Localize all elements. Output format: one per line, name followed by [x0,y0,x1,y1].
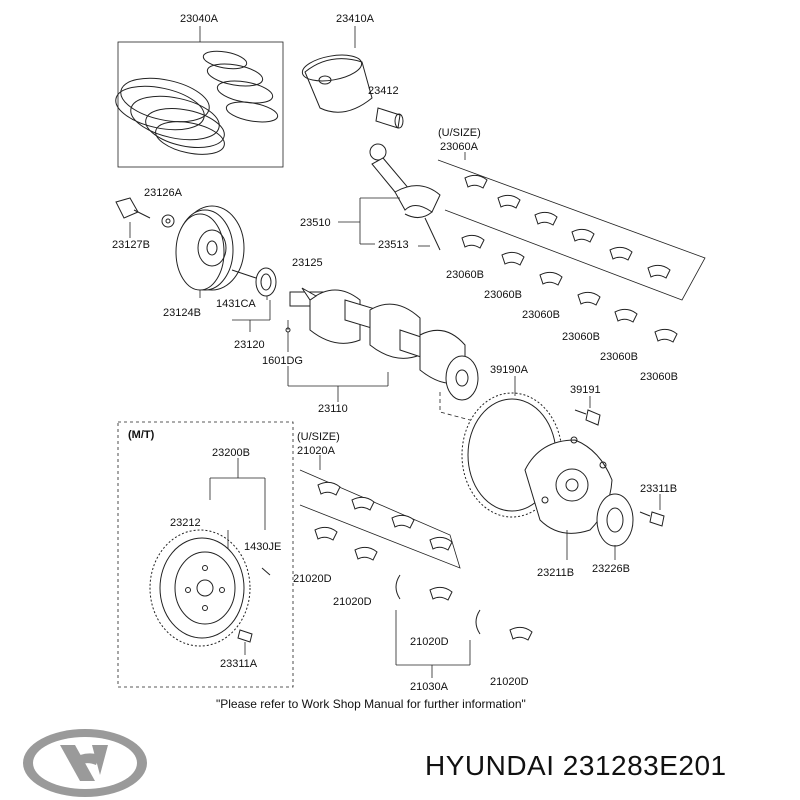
label-mt: (M/T) [128,429,155,441]
label-23212: 23212 [170,517,201,529]
label-23126a: 23126A [144,187,183,199]
brand-part-number: HYUNDAI 231283E201 [425,750,727,781]
label-1430je: 1430JE [244,541,281,553]
label-23060a: 23060A [440,141,479,153]
label-39190a: 39190A [490,364,529,376]
label-39191: 39191 [570,384,601,396]
label-23510: 23510 [300,217,331,229]
damper-pulley [175,205,245,298]
label-23125: 23125 [292,257,323,269]
label-23311a: 23311A [220,658,258,670]
main-bearing-set [299,455,471,678]
pulley-bolt [115,197,175,238]
label-1431ca: 1431CA [216,298,256,310]
piston [301,26,404,129]
label-23226b: 23226B [592,563,630,575]
bolt-39191 [574,396,601,426]
drive-plate [524,436,613,560]
label-21020a: 21020A [297,445,336,457]
label-usize-upper: (U/SIZE) [438,127,481,139]
drive-plate-bolt [639,494,665,527]
label-23513: 23513 [378,239,409,251]
label-21020d-2: 21020D [333,596,372,608]
label-21020d-1: 21020D [293,573,332,585]
label-23124b: 23124B [163,307,201,319]
label-23211b: 23211B [537,567,574,579]
workshop-note: "Please refer to Work Shop Manual for fu… [216,697,526,711]
label-23040a: 23040A [180,13,219,25]
label-21030a: 21030A [410,681,449,693]
label-23311b: 23311B [640,483,677,495]
label-23060b-2: 23060B [484,289,522,301]
label-21020d-3: 21020D [410,636,449,648]
label-23060b-6: 23060B [640,371,678,383]
hyundai-logo [23,729,147,797]
crankshaft [285,287,479,402]
upper-bearing-set [437,152,706,301]
label-23060b-3: 23060B [522,309,560,321]
crank-sprocket [231,267,289,332]
mt-flywheel-box [117,421,294,688]
label-23060b-4: 23060B [562,331,600,343]
label-23110: 23110 [318,403,348,415]
label-23060b-1: 23060B [446,269,484,281]
adapter-plate [596,493,634,560]
bearing-shells [314,174,678,641]
label-1601dg: 1601DG [262,355,303,367]
label-23120: 23120 [234,339,265,351]
label-23200b: 23200B [212,447,250,459]
label-23127b: 23127B [112,239,150,251]
label-21020d-4: 21020D [490,676,529,688]
label-23410a: 23410A [336,13,375,25]
label-23060b-5: 23060B [600,351,638,363]
label-23412: 23412 [368,85,399,97]
label-usize-lower: (U/SIZE) [297,431,340,443]
connecting-rod [338,143,441,251]
piston-ring-set [115,26,284,168]
